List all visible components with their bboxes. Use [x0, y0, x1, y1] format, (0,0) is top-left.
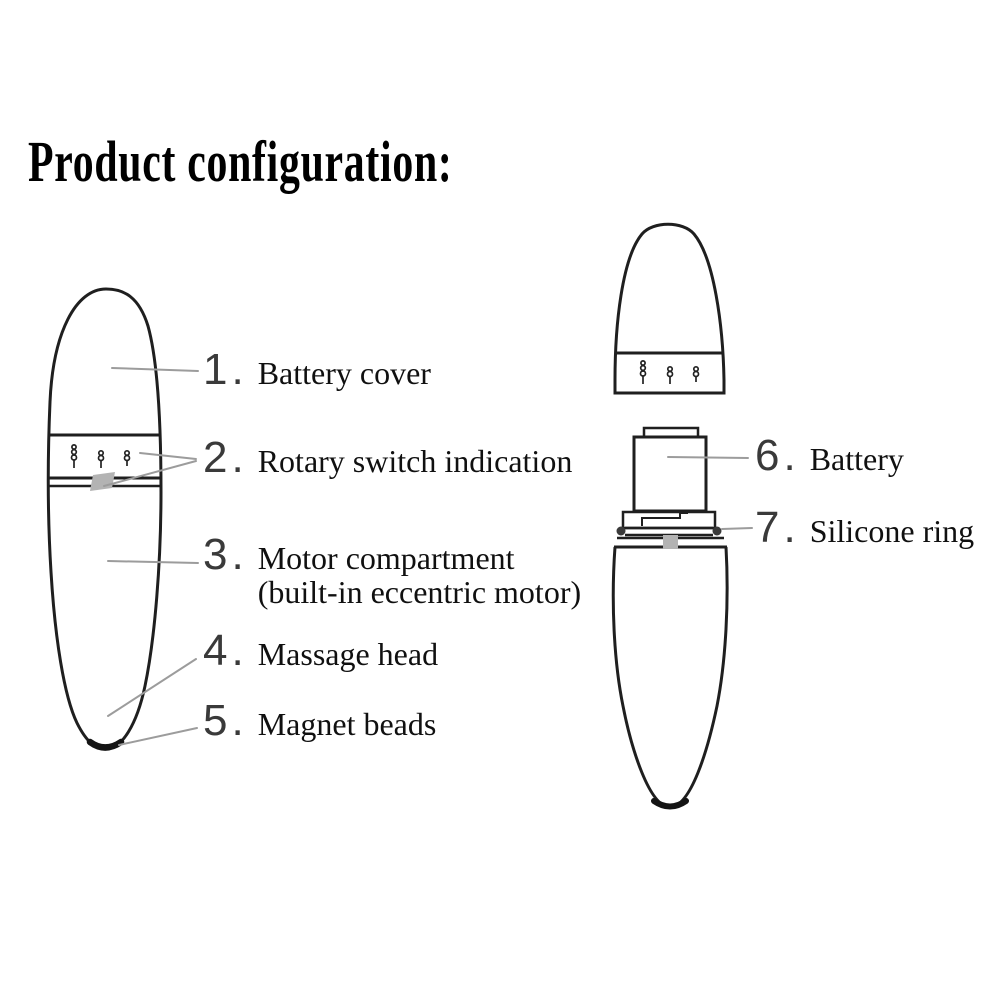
body-slider-mark [663, 535, 678, 549]
label-text: Silicone ring [809, 513, 975, 549]
cap-symbol-2 [666, 365, 674, 384]
cap-switch-symbols [639, 360, 700, 384]
leader-line-6 [667, 456, 749, 459]
magnet-bead-exploded [651, 798, 689, 810]
device-exploded-view [611, 222, 729, 810]
cap-symbol-3 [692, 365, 700, 382]
leader-line-7 [721, 527, 753, 530]
label-battery: 6. Battery [755, 434, 904, 478]
page-title: Product configuration: [28, 129, 453, 194]
device-assembled-view [46, 287, 163, 751]
label-text-line2: (built-in eccentric motor) [257, 574, 582, 610]
leader-line-1 [111, 367, 199, 372]
label-number: 6. [755, 431, 800, 480]
neck-collar [621, 510, 717, 530]
label-magnet-beads: 5. Magnet beads [203, 699, 436, 743]
leader-line-3 [107, 560, 199, 564]
label-number: 1. [203, 345, 248, 394]
label-text: Motor compartment (built-in eccentric mo… [258, 542, 581, 608]
label-number: 2. [203, 433, 248, 482]
main-body-outline [611, 546, 729, 809]
label-rotary-switch-indication: 2. Rotary switch indication [203, 436, 572, 480]
magnet-bead [86, 738, 125, 751]
label-text: Battery [809, 441, 904, 477]
cap-symbol-1 [639, 360, 647, 384]
label-number: 3. [203, 530, 248, 579]
label-text: Massage head [257, 636, 439, 672]
label-massage-head: 4. Massage head [203, 629, 438, 673]
silicone-ring-end-left [616, 526, 626, 536]
label-text-line1: Motor compartment [257, 540, 515, 576]
silicone-ring-end-right [712, 526, 722, 536]
label-silicone-ring: 7. Silicone ring [755, 506, 974, 550]
rotary-switch-symbols [70, 444, 131, 468]
leader-line-5 [118, 727, 198, 746]
battery-cover-outline [613, 222, 726, 395]
label-battery-cover: 1. Battery cover [203, 348, 431, 392]
switch-symbol-2 [97, 449, 105, 468]
label-text: Battery cover [257, 355, 431, 391]
label-text: Rotary switch indication [257, 443, 573, 479]
leader-lines [103, 367, 753, 746]
label-number: 7. [755, 503, 800, 552]
label-number: 5. [203, 696, 248, 745]
device-body-outline [46, 287, 163, 751]
label-motor-compartment: 3. Motor compartment (built-in eccentric… [203, 530, 581, 609]
switch-symbol-1 [70, 444, 78, 468]
label-text: Magnet beads [257, 706, 437, 742]
switch-slider [90, 472, 115, 491]
label-number: 4. [203, 626, 248, 675]
collar-step-line [641, 512, 688, 526]
battery-body [632, 435, 708, 513]
leader-line-2a [139, 452, 197, 460]
switch-symbol-3 [123, 449, 131, 466]
leader-line-2b [103, 460, 197, 487]
leader-line-4 [107, 658, 197, 717]
